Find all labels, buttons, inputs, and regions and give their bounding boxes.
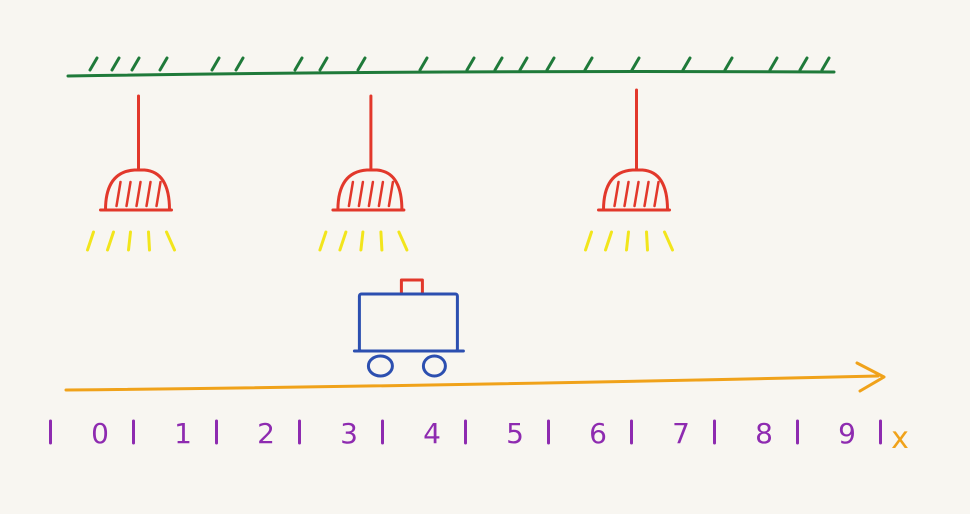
light-ray (663, 230, 674, 252)
light-ray (127, 230, 132, 252)
ceiling-hatch (210, 56, 221, 72)
lamp-rib (357, 180, 365, 208)
lamp-rib (613, 180, 620, 208)
light-ray (147, 230, 151, 252)
lamp-shade (602, 168, 669, 212)
axis-tick-label: 6 (589, 417, 607, 450)
axis-ticks (49, 419, 882, 445)
ceiling-hatch (234, 56, 245, 72)
lamp-rib (367, 180, 375, 208)
ceiling-hatch (130, 56, 141, 72)
cart-wheel (421, 354, 447, 378)
light-ray (604, 230, 613, 252)
lamp-rib (135, 180, 142, 208)
cart-wheel (366, 354, 394, 378)
ceiling-hatch (88, 56, 99, 72)
lamp (318, 94, 409, 252)
lamp-rib (155, 180, 162, 208)
axis-tick-label: 7 (672, 417, 690, 450)
light-ray (165, 230, 176, 252)
ceiling-hatch (110, 56, 121, 72)
cart (352, 278, 465, 378)
lamp-shade (104, 168, 171, 212)
light-ray (338, 230, 348, 252)
ceiling-hatch (545, 56, 556, 72)
lamp-rib (633, 180, 640, 208)
light-ray (645, 230, 649, 252)
axis-tick-label: 9 (838, 417, 856, 450)
axis-arrowhead (855, 361, 886, 393)
lamp (86, 94, 176, 252)
ceiling-hatch (356, 56, 367, 72)
ceiling-beam (66, 70, 836, 78)
axis-tick-label: 8 (755, 417, 773, 450)
light-ray (379, 230, 384, 252)
lamp-rib (623, 180, 630, 208)
light-ray (106, 230, 115, 252)
light-ray (584, 230, 593, 252)
lamp-rib (653, 180, 660, 208)
axis-line (64, 374, 880, 392)
lamp-rib (115, 180, 122, 208)
light-ray (397, 230, 409, 252)
ceiling-hatch (630, 56, 641, 72)
light-ray (359, 230, 365, 252)
lamp-rib (145, 180, 152, 208)
lamp (584, 88, 674, 252)
axis-tick-label: 2 (257, 417, 275, 450)
lamp-rib (377, 180, 385, 208)
axis-tick-labels: 0 1 2 3 4 5 6 7 8 9 (91, 417, 856, 450)
lamp-rib (125, 180, 132, 208)
ceiling-hatch (518, 56, 529, 72)
lamps (86, 88, 674, 252)
lamp-rib (387, 180, 395, 208)
ceiling-hatch (465, 56, 476, 72)
axis-tick-label: 4 (423, 417, 441, 450)
lamp-shade (336, 168, 404, 212)
light-ray (318, 230, 328, 252)
ceiling-hatch (798, 56, 809, 72)
light-ray (625, 230, 630, 252)
ceiling-hatch (681, 56, 692, 72)
ceiling-hatch (820, 56, 831, 72)
cart-handle (399, 278, 424, 294)
ceiling-hatch (723, 56, 734, 72)
lamp-rib (347, 180, 355, 208)
axis-tick-label: 1 (174, 417, 192, 450)
light-ray (86, 230, 95, 252)
ceiling-hatch (493, 56, 504, 72)
axis-tick-label: 3 (340, 417, 358, 450)
ceiling-hatch (293, 56, 304, 72)
position-axis: 0 1 2 3 4 5 6 7 8 9 x (49, 361, 909, 456)
lamp-rib (643, 180, 650, 208)
ceiling-hatch (418, 56, 429, 72)
ceiling (66, 56, 836, 78)
ceiling-hatch (583, 56, 594, 72)
ceiling-hatch (768, 56, 779, 72)
axis-tick-label: 0 (91, 417, 109, 450)
axis-label-x: x (891, 421, 909, 456)
ceiling-hatch (318, 56, 329, 72)
axis-tick-label: 5 (506, 417, 524, 450)
ceiling-hatch (158, 56, 169, 72)
